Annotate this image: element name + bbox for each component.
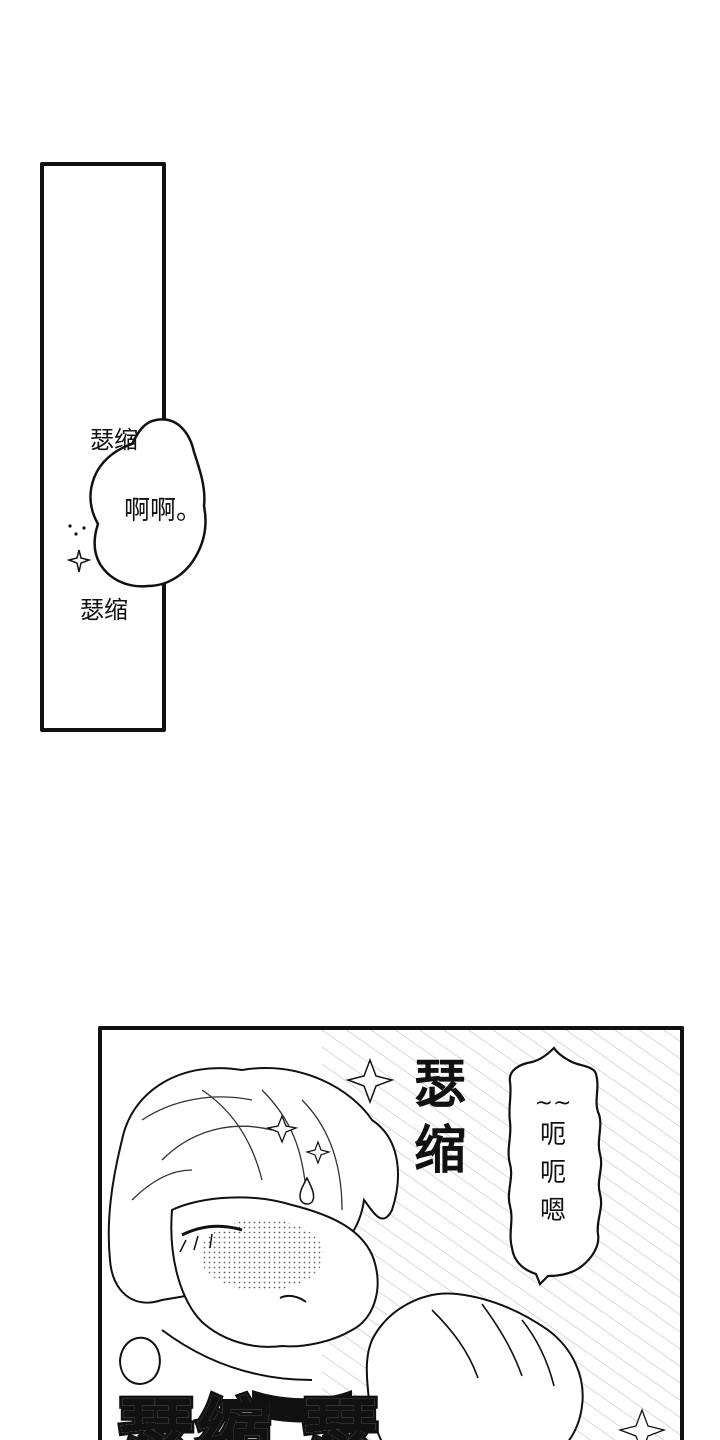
bubble-char-1: 呃 xyxy=(539,1120,566,1150)
sfx-shiver-large: 瑟缩 瑟 xyxy=(118,1389,381,1440)
sfx-shiver-bottom: 瑟缩 xyxy=(80,596,128,624)
bubble-text-moan: ~~ 呃 呃 嗯 xyxy=(528,1092,578,1230)
sparkle-icon xyxy=(66,549,92,573)
bubble-text-ahh: 啊啊。 xyxy=(124,496,203,526)
sfx-char-2: 缩 xyxy=(413,1121,466,1181)
sfx-shiver-vertical: 瑟 缩 xyxy=(404,1052,476,1184)
panel-2 xyxy=(98,1026,684,1440)
speech-bubble-small xyxy=(89,418,207,588)
bubble-char-3: 嗯 xyxy=(539,1196,566,1226)
sfx-char-1: 瑟 xyxy=(413,1055,466,1115)
sfx-shiver-large-outline: 瑟缩 瑟 xyxy=(115,1386,381,1440)
sfx-shiver-top: 瑟缩 xyxy=(90,426,138,454)
bubble-tilde: ~~ xyxy=(534,1091,572,1116)
speech-bubble-tall xyxy=(507,1046,603,1286)
bubble-char-2: 呃 xyxy=(539,1158,566,1188)
character-illustration xyxy=(107,1030,680,1440)
motion-dots-icon xyxy=(68,524,86,536)
